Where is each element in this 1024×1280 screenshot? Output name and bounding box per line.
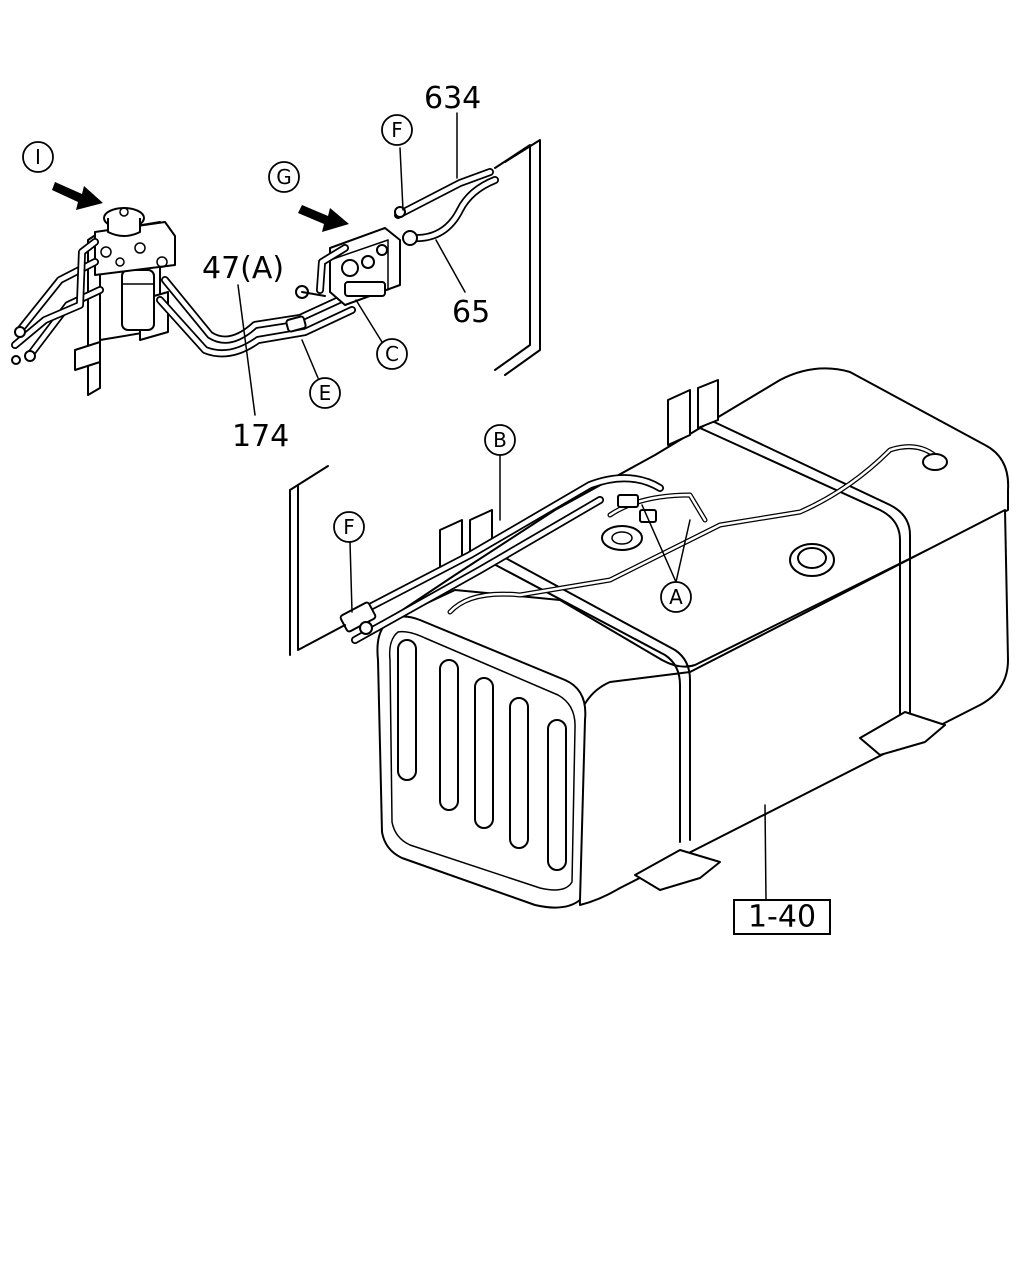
pipe-634-65 — [394, 168, 499, 246]
tank-fuel-lines — [339, 474, 664, 644]
callout-i-text: I — [35, 145, 41, 169]
callout-f-left: F — [333, 511, 365, 543]
pipe-47a-174 — [156, 276, 356, 358]
callout-e-text: E — [319, 381, 332, 405]
callout-b-text: B — [493, 428, 507, 452]
fuel-pump-unit — [295, 227, 401, 306]
part-174-label: 174 — [232, 419, 289, 454]
fuel-tank — [376, 367, 1010, 909]
arrow-icon-i — [52, 182, 103, 210]
callout-g-text: G — [276, 165, 292, 189]
part-634-label: 634 — [424, 81, 481, 116]
direction-arrows — [52, 182, 349, 232]
callout-g: G — [268, 161, 300, 193]
part-47a-label: 47(A) — [202, 251, 284, 286]
leader-lines — [237, 112, 767, 901]
callout-f-top-text: F — [391, 118, 403, 142]
callout-c-text: C — [385, 342, 399, 366]
callout-b: B — [484, 424, 516, 456]
part-65-label: 65 — [452, 295, 490, 330]
fuel-filter-assembly — [11, 207, 176, 396]
callout-e: E — [309, 377, 341, 409]
part-number-labels: 634 47(A) 65 174 — [202, 81, 490, 454]
callout-f-top: F — [381, 114, 413, 146]
arrow-icon-g — [298, 205, 349, 232]
reference-box: 1-40 — [733, 899, 831, 935]
callout-f-left-text: F — [343, 515, 355, 539]
callout-a: A — [660, 581, 692, 613]
callout-c: C — [376, 338, 408, 370]
frame-rail-upper — [494, 139, 541, 376]
callout-i: I — [22, 141, 54, 173]
ref-box-label: 1-40 — [748, 900, 816, 935]
callout-a-text: A — [669, 585, 683, 609]
frame-rail-lower — [289, 465, 346, 656]
